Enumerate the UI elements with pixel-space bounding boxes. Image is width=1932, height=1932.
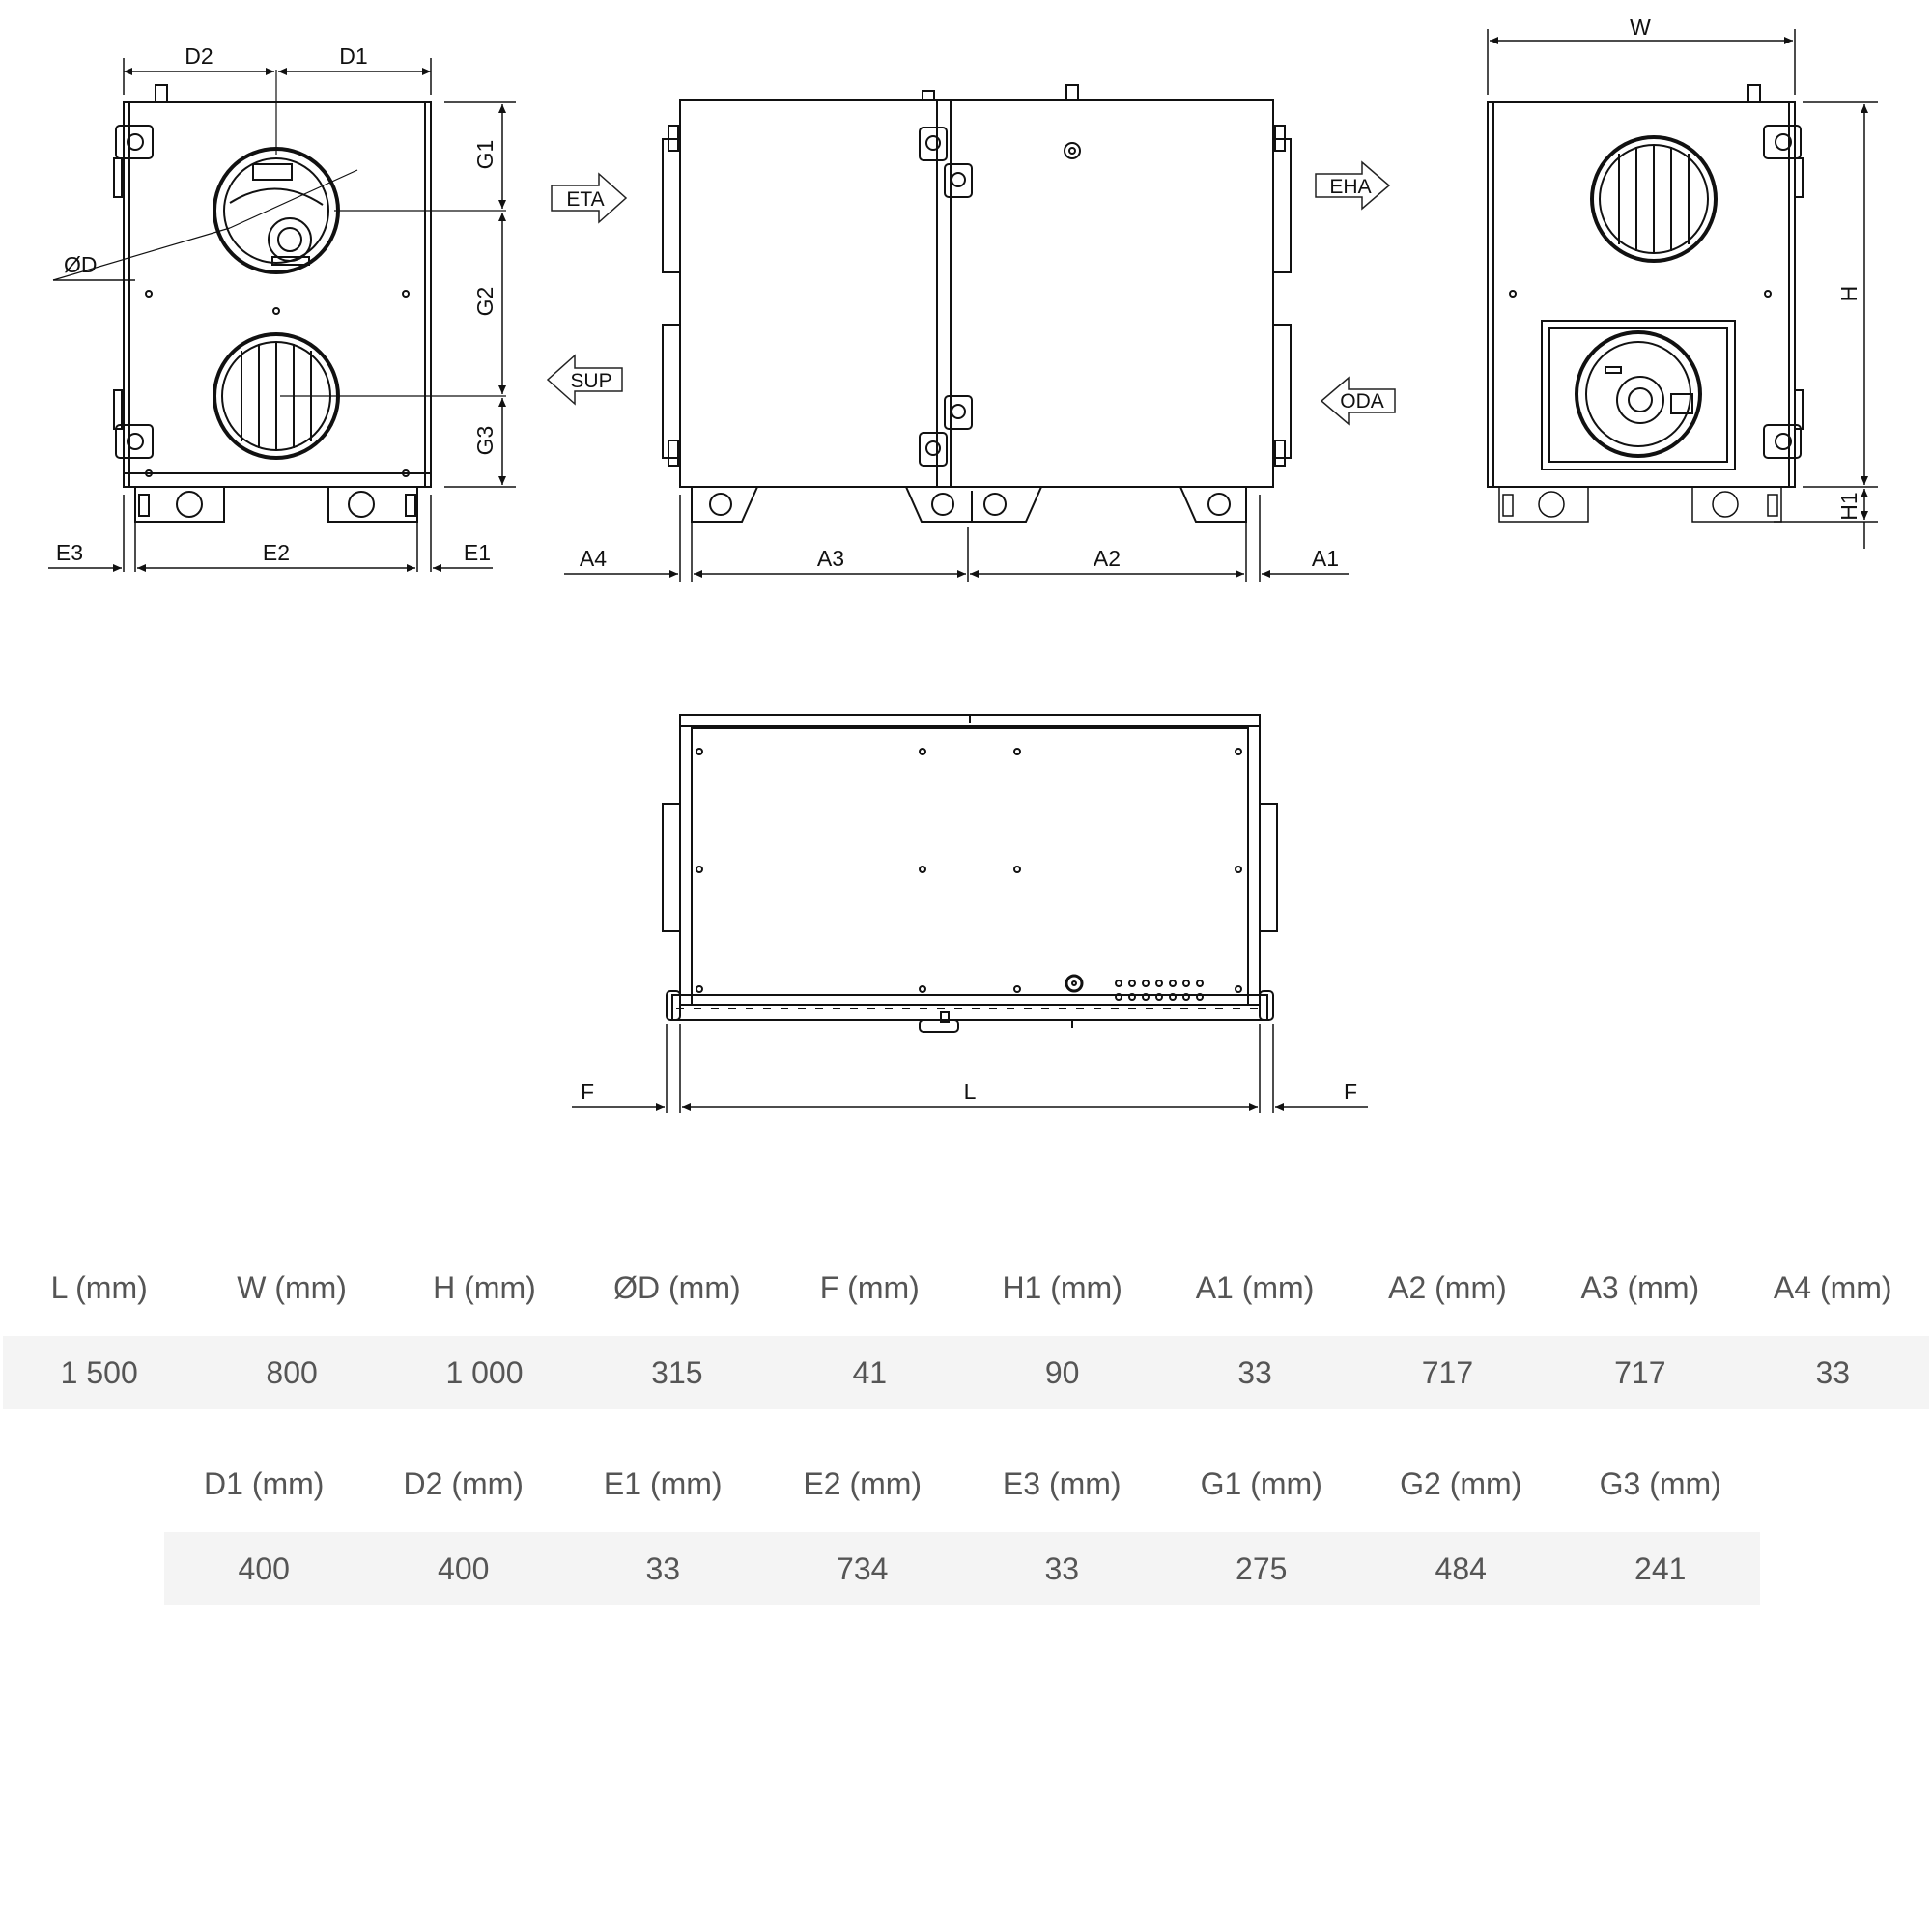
- dim-label-e2: E2: [263, 540, 290, 565]
- table-cell: 717: [1544, 1336, 1737, 1409]
- table-cell: 41: [773, 1336, 966, 1409]
- airflow-arrow-eta: ETA: [551, 172, 628, 224]
- table-cell: 400: [363, 1532, 563, 1605]
- spec-table-secondary: D1 (mm) D2 (mm) E1 (mm) E2 (mm) E3 (mm) …: [164, 1435, 1760, 1605]
- table-cell: 1 500: [3, 1336, 196, 1409]
- table-header-cell: E1 (mm): [603, 1465, 723, 1501]
- dim-label-h: H: [1836, 286, 1861, 302]
- dim-label-a1: A1: [1312, 546, 1339, 571]
- table-row: 400 400 33 734 33 275 484 241: [164, 1532, 1760, 1605]
- dim-label-a4: A4: [580, 546, 607, 571]
- dim-label-l: L: [964, 1079, 977, 1104]
- table-cell: 33: [1158, 1336, 1351, 1409]
- dimensions-left: [48, 58, 516, 572]
- top-view: [662, 714, 1278, 1033]
- dim-label-d1: D1: [339, 43, 367, 69]
- table-header-cell: ØD (mm): [613, 1269, 741, 1305]
- dim-label-e1: E1: [464, 540, 491, 565]
- technical-drawing: D2 D1 G1 G2 G3 ØD E3 E2 E1: [48, 14, 1878, 1113]
- table-header-cell: L (mm): [50, 1269, 148, 1305]
- table-header-cell: G3 (mm): [1599, 1465, 1721, 1501]
- svg-text:SUP: SUP: [570, 370, 611, 392]
- table-cell: 33: [1736, 1336, 1929, 1409]
- table-header-cell: A1 (mm): [1195, 1269, 1315, 1305]
- table-cell: 1 000: [387, 1336, 582, 1409]
- front-view: [662, 84, 1292, 523]
- dim-label-a3: A3: [817, 546, 844, 571]
- end-view-right: [1487, 84, 1804, 488]
- table-header-cell: G2 (mm): [1400, 1465, 1522, 1501]
- table-cell: 484: [1361, 1532, 1561, 1605]
- dim-label-w: W: [1630, 14, 1651, 40]
- table-cell: 33: [962, 1532, 1162, 1605]
- dim-label-g2: G2: [472, 287, 497, 317]
- dim-label-e3: E3: [56, 540, 83, 565]
- table-header-cell: W (mm): [237, 1269, 347, 1305]
- table-header-cell: E3 (mm): [1002, 1465, 1122, 1501]
- dim-label-f-left: F: [581, 1079, 594, 1104]
- dim-label-diameter: ØD: [64, 252, 98, 277]
- dimensions-front: [564, 495, 1349, 582]
- table-header-cell: A2 (mm): [1388, 1269, 1507, 1305]
- table-cell: 275: [1161, 1532, 1361, 1605]
- dim-label-a2: A2: [1094, 546, 1121, 571]
- dim-label-d2: D2: [185, 43, 213, 69]
- table-header-cell: G1 (mm): [1200, 1465, 1322, 1501]
- table-header-cell: D1 (mm): [204, 1465, 325, 1501]
- airflow-arrow-eha: EHA: [1315, 160, 1391, 211]
- svg-text:ETA: ETA: [566, 188, 604, 211]
- dimensions-right: [1487, 29, 1878, 549]
- airflow-arrow-sup: SUP: [546, 354, 623, 406]
- table-header-cell: H1 (mm): [1002, 1269, 1122, 1305]
- table-header-cell: E2 (mm): [803, 1465, 923, 1501]
- table-row: 1 500 800 1 000 315 41 90 33 717 717 33: [3, 1336, 1929, 1409]
- svg-text:EHA: EHA: [1329, 176, 1371, 198]
- table-cell: 734: [762, 1532, 962, 1605]
- table-header-cell: F (mm): [819, 1269, 920, 1305]
- table-cell: 90: [965, 1336, 1159, 1409]
- table-header-cell: A3 (mm): [1580, 1269, 1700, 1305]
- dimensions-top: [572, 1024, 1368, 1113]
- table-cell: 717: [1350, 1336, 1545, 1409]
- dim-label-f-right: F: [1344, 1079, 1357, 1104]
- table-header-row: D1 (mm) D2 (mm) E1 (mm) E2 (mm) E3 (mm) …: [164, 1435, 1760, 1532]
- table-cell: 315: [581, 1336, 774, 1409]
- dim-label-h1: H1: [1836, 492, 1861, 520]
- upper-duct-circle: [213, 147, 340, 274]
- table-header-cell: H (mm): [433, 1269, 536, 1305]
- table-cell: 33: [563, 1532, 763, 1605]
- svg-text:ODA: ODA: [1340, 390, 1384, 412]
- table-cell: 400: [164, 1532, 364, 1605]
- dim-label-g1: G1: [472, 140, 497, 170]
- table-header-row: L (mm) W (mm) H (mm) ØD (mm) F (mm) H1 (…: [3, 1239, 1929, 1336]
- table-cell: 800: [195, 1336, 388, 1409]
- end-view-left: [52, 70, 506, 523]
- table-header-cell: A4 (mm): [1773, 1269, 1892, 1305]
- dim-label-g3: G3: [472, 426, 497, 456]
- table-cell: 241: [1560, 1532, 1760, 1605]
- spec-table-main: L (mm) W (mm) H (mm) ØD (mm) F (mm) H1 (…: [3, 1239, 1929, 1409]
- airflow-arrow-oda: ODA: [1320, 376, 1396, 426]
- table-header-cell: D2 (mm): [403, 1465, 524, 1501]
